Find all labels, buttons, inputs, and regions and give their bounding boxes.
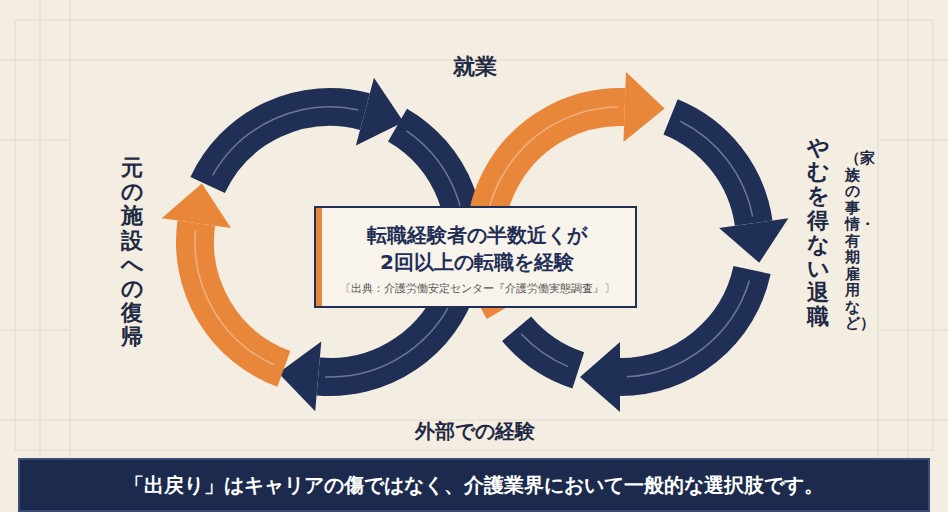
- stage-note: （家族の事情・有期雇用など）: [845, 150, 860, 332]
- main-text: 転職経験者の半数近くが 2回以上の転職を経験: [357, 222, 597, 276]
- arrow-head: [356, 78, 404, 146]
- arrow-head: [580, 342, 620, 412]
- message-band: 「出戻り」はキャリアの傷ではなく、介護業界において一般的な選択肢です。: [18, 458, 930, 512]
- arrow-band: [671, 117, 754, 223]
- arrow-head: [719, 218, 788, 262]
- stage-label: やむを得ない退職: [807, 136, 829, 330]
- stage-label: 元の施設への復帰: [121, 156, 143, 350]
- arrow-highlight: [680, 121, 752, 216]
- source-note: 〔出典：介護労働安定センター『介護労働実態調査』〕: [340, 282, 615, 296]
- arrow-band: [195, 223, 284, 369]
- arrow-highlight: [213, 107, 359, 175]
- arrow-highlight: [627, 281, 750, 377]
- accent-bar: [316, 208, 322, 306]
- stage-label: 就業: [453, 52, 497, 82]
- arrow-band: [208, 107, 365, 185]
- arrow-highlight: [195, 230, 274, 365]
- stat-box: 転職経験者の半数近くが 2回以上の転職を経験〔出典：介護労働安定センター『介護労…: [314, 206, 637, 308]
- arrow-band: [517, 329, 579, 371]
- arrow-band: [620, 270, 752, 377]
- main-text: 「出戻り」はキャリアの傷ではなく、介護業界において一般的な選択肢です。: [124, 472, 824, 498]
- stage-label: 外部での経験: [415, 418, 535, 445]
- arrow-head: [623, 72, 664, 142]
- arrow-highlight: [521, 334, 568, 367]
